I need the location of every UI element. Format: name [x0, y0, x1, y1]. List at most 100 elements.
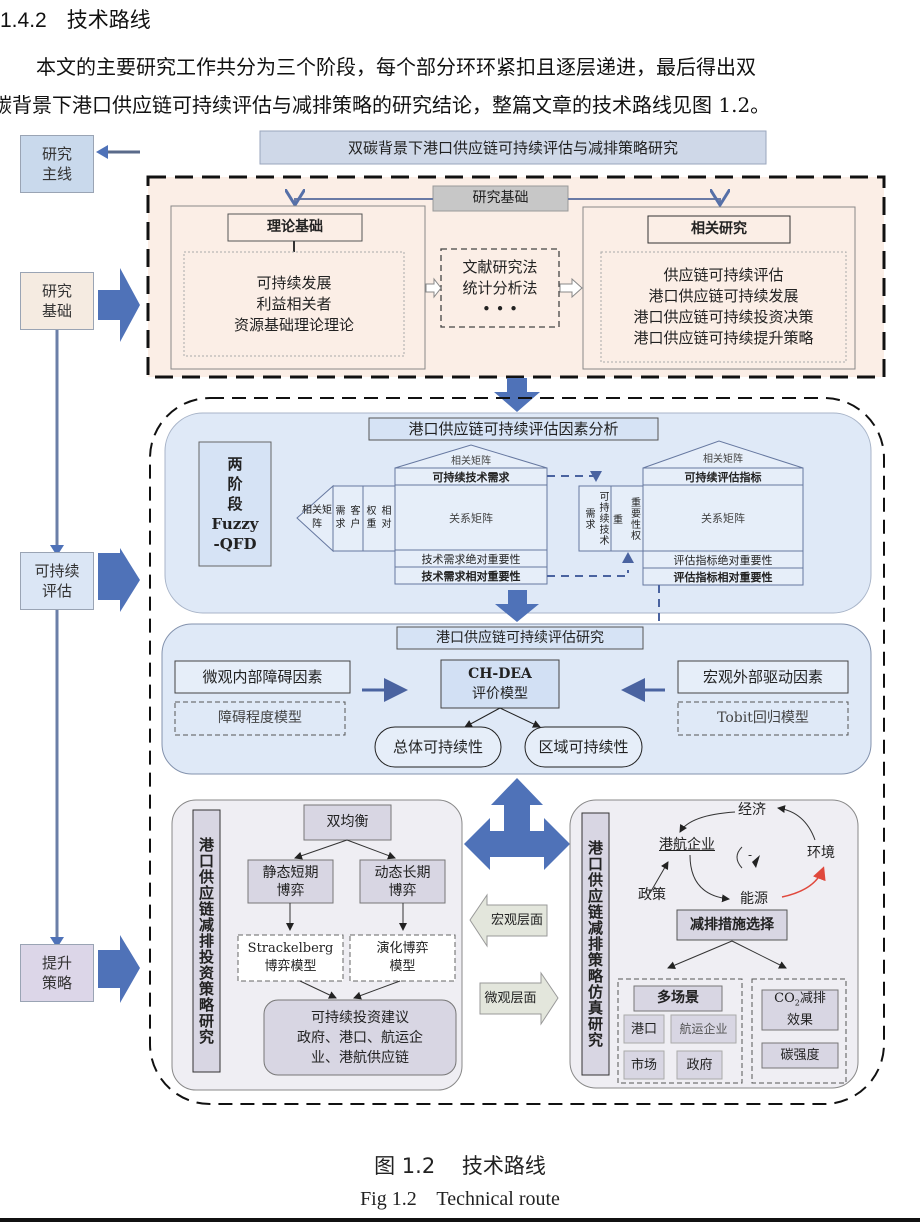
- house1-top: 可持续技术需求: [432, 470, 510, 484]
- scenario-market: 市场: [630, 1057, 657, 1073]
- tobit-model: Tobit回归模型: [717, 710, 809, 726]
- macro-level-arrow: [469, 893, 548, 948]
- static-game-line: 博弈: [276, 882, 305, 899]
- co2-line2: 效果: [786, 1013, 813, 1029]
- advice-line: 可持续投资建议: [311, 1009, 409, 1026]
- micro-level-label: 微观层面: [484, 991, 537, 1006]
- house1-wing-customer: 客户: [350, 506, 361, 530]
- sidebar-label: 研究: [41, 145, 72, 163]
- multi-scenario: 多场景: [657, 990, 699, 1006]
- sidebar-evaluation: 可持续评估: [20, 552, 94, 610]
- foundation-down-arrow: [494, 378, 540, 412]
- theory-items: 可持续发展 利益相关者 资源基础理论理论: [184, 252, 404, 356]
- sidebar-label: 主线: [41, 165, 72, 183]
- ch-dea-model: CH-DEA 评价模型: [441, 660, 559, 708]
- static-game-line: 静态短期: [262, 864, 319, 881]
- evolutionary-line: 模型: [389, 959, 416, 974]
- evaluation-strategy-section: [149, 397, 885, 1105]
- theory-item: 可持续发展: [256, 273, 332, 292]
- related-title: 相关研究: [691, 221, 747, 237]
- regional-sustainability: 区域可持续性: [538, 737, 629, 756]
- house2-wing-tech-demand: 可持续技术需求: [583, 491, 608, 546]
- method-box-line: 阶: [227, 475, 243, 493]
- sidebar-label: 策略: [41, 974, 72, 992]
- strategy-stage-arrow: [98, 935, 140, 1003]
- evaluation-header: 港口供应链可持续评估研究: [436, 629, 604, 646]
- house1-wing-relative: 相对: [381, 506, 392, 530]
- loop-energy: 能源: [740, 891, 768, 907]
- micro-level-arrow: [479, 971, 559, 1026]
- loop-enterprise: 港航企业: [659, 837, 715, 853]
- carbon-intensity: 碳强度: [780, 1048, 820, 1063]
- method-item: • • •: [481, 299, 519, 318]
- figure-caption-en: Fig 1.2 Technical route: [360, 1188, 560, 1210]
- section-number: 1.4.2: [0, 9, 47, 32]
- house2-wing-importance: 重要性权: [628, 496, 640, 541]
- related-item: 港口供应链可持续发展: [648, 287, 799, 305]
- investment-advice: 可持续投资建议 政府、港口、航运企 业、港航供应链: [264, 1000, 456, 1075]
- method-item: 文献研究法: [462, 257, 538, 276]
- dynamic-game-line: 博弈: [388, 882, 417, 899]
- house1-row1: 技术需求绝对重要性: [421, 552, 521, 566]
- related-item: 港口供应链可持续提升策略: [633, 329, 814, 347]
- sidebar-label: 可持续: [34, 562, 80, 580]
- paragraph-line-1: 本文的主要研究工作共分为三个阶段，每个部分环环紧扣且逐层递进，最后得出双: [36, 55, 756, 79]
- sidebar-label: 评估: [41, 582, 72, 600]
- simulation-label: 港口供应链减排策略仿真研究: [586, 840, 604, 1048]
- overall-sustainability: 总体可持续性: [392, 737, 483, 756]
- loop-economy: 经济: [738, 802, 766, 818]
- static-game: 静态短期博弈: [248, 860, 333, 903]
- method-item: 统计分析法: [462, 278, 538, 297]
- co2-subscript: 2: [794, 998, 800, 1008]
- investment-label: 港口供应链减排投资策略研究: [197, 837, 215, 1045]
- related-item: 港口供应链可持续投资决策: [633, 308, 814, 326]
- house1-roof: 相关矩阵: [451, 456, 491, 467]
- method-box-line: 两: [227, 455, 243, 473]
- advice-line: 业、港航供应链: [311, 1049, 409, 1066]
- obstacle-model: 障碍程度模型: [218, 710, 302, 726]
- house1-row2: 技术需求相对重要性: [421, 569, 521, 583]
- factor-analysis-header: 港口供应链可持续评估因素分析: [408, 419, 619, 438]
- diagram-title-box: [259, 130, 767, 165]
- house2-roof: 相关矩阵: [703, 454, 743, 465]
- theory-title: 理论基础: [267, 219, 323, 235]
- house1-wing-demand: 需求: [335, 506, 346, 530]
- house1-wing-weight: 权重: [366, 506, 377, 530]
- house1-wing-correlation: 相关矩阵: [302, 505, 332, 530]
- scenario-port: 港口: [630, 1021, 657, 1037]
- house2-wing-weight: 重: [613, 515, 623, 526]
- paragraph-line-2: 碳背景下港口供应链可持续评估与减排策略的研究结论，整篇文章的技术路线见图 1.2…: [0, 93, 771, 117]
- ch-dea-subtitle: 评价模型: [472, 686, 528, 702]
- diagram-title: 双碳背景下港口供应链可持续评估与减排策略研究: [347, 139, 678, 157]
- factor-down-arrow: [495, 590, 539, 622]
- loop-policy: 政策: [638, 887, 666, 903]
- house2-row2: 评估指标相对重要性: [673, 570, 773, 584]
- foundation-stage-arrow: [98, 268, 140, 342]
- co2-line1: CO2减排: [774, 990, 826, 1013]
- micro-factors: 微观内部障碍因素: [202, 667, 323, 686]
- figure-caption-cn: 图 1.2 技术路线: [374, 1154, 546, 1178]
- sidebar-main-line: 研究主线: [20, 135, 94, 193]
- evaluation-stage-arrow: [98, 548, 140, 612]
- measure-selection: 减排措施选择: [690, 916, 774, 933]
- related-item: 供应链可持续评估: [663, 266, 784, 284]
- house2-top: 可持续评估指标: [684, 470, 762, 484]
- sidebar-strategy: 提升策略: [20, 944, 94, 1002]
- house1-body: 关系矩阵: [449, 511, 493, 525]
- theory-item: 利益相关者: [256, 294, 332, 313]
- co2-effect: CO2减排 效果: [762, 990, 838, 1030]
- page-bottom-rule: [0, 1218, 920, 1222]
- house2-row1: 评估指标绝对重要性: [673, 553, 773, 567]
- advice-line: 政府、港口、航运企: [297, 1029, 423, 1046]
- scenario-government: 政府: [686, 1057, 713, 1073]
- sidebar-foundation: 研究基础: [20, 272, 94, 330]
- methods-items: 文献研究法 统计分析法 • • •: [441, 249, 559, 327]
- loop-sign: -: [748, 848, 753, 862]
- foundation-header: 研究基础: [472, 190, 529, 206]
- evolutionary-model: 演化博弈模型: [350, 935, 455, 981]
- loop-environment: 环境: [807, 845, 835, 861]
- scenario-shipping: 航运企业: [679, 1021, 728, 1036]
- method-box-line: Fuzzy: [211, 515, 259, 533]
- house2-body: 关系矩阵: [701, 512, 745, 525]
